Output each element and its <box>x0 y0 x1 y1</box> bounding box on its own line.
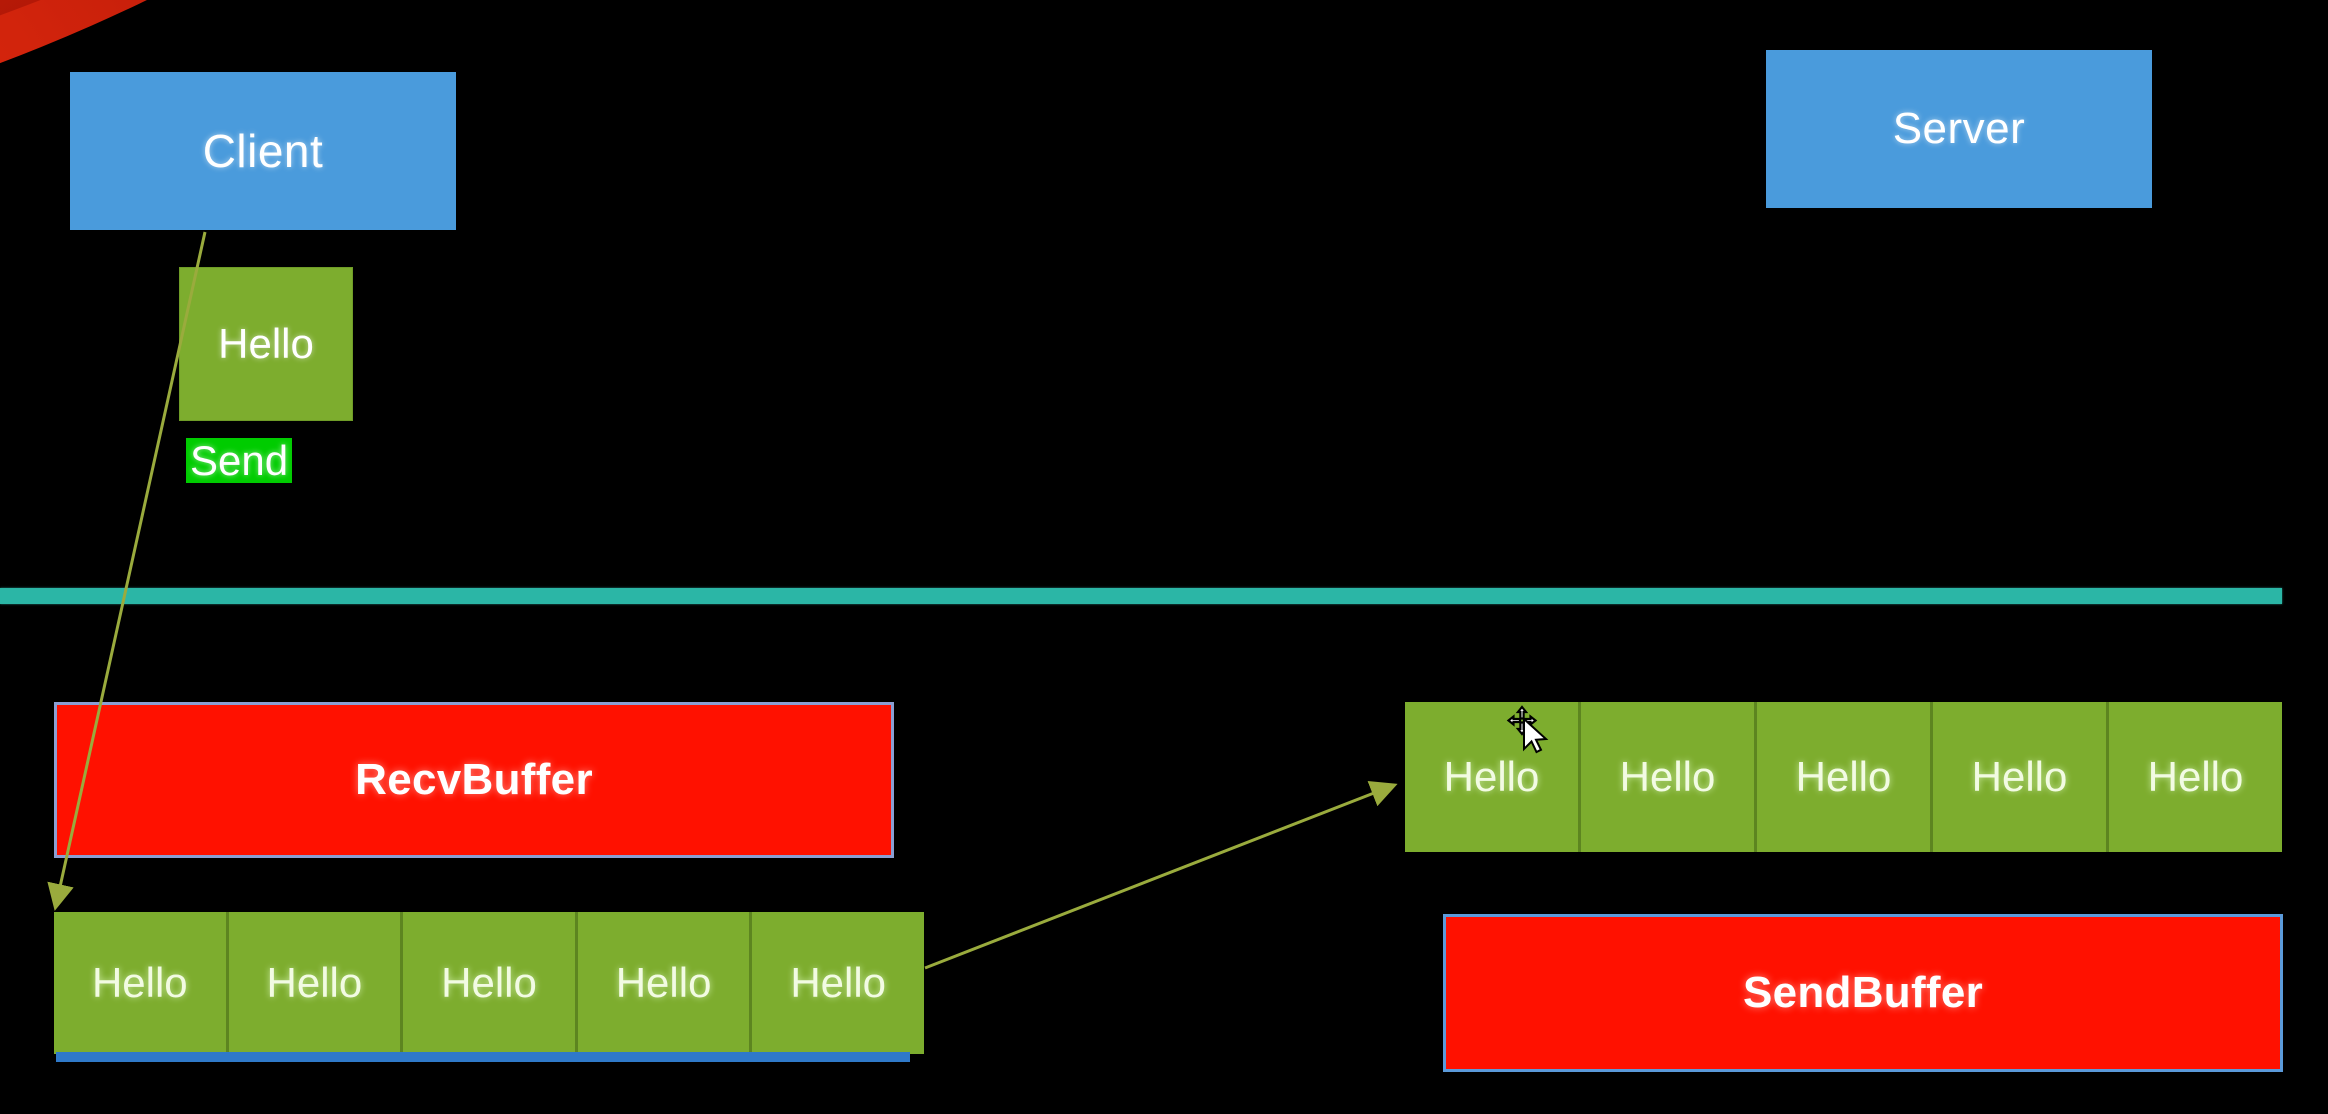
left-queue-cell-label: Hello <box>91 959 188 1006</box>
send-buffer-label: SendBuffer <box>1742 968 1984 1017</box>
recv-buffer-label: RecvBuffer <box>355 755 593 804</box>
left-queue-cell[interactable]: Hello <box>577 912 753 1054</box>
right-queue-strip[interactable]: Hello Hello Hello Hello Hello <box>1405 702 2282 852</box>
left-queue-cell[interactable]: Hello <box>228 912 404 1054</box>
send-action-label[interactable]: Send <box>186 437 293 484</box>
packet-node[interactable]: Hello <box>180 268 352 420</box>
right-queue-cell[interactable]: Hello <box>2109 702 2282 852</box>
right-queue-cell-label: Hello <box>1795 753 1892 800</box>
left-queue-cell-label: Hello <box>790 959 887 1006</box>
left-queue-underline <box>56 1052 910 1062</box>
client-label: Client <box>202 125 324 177</box>
client-node[interactable]: Client <box>70 72 456 230</box>
left-queue-cell-label: Hello <box>441 959 537 1006</box>
server-label: Server <box>1892 104 2026 153</box>
left-queue-strip[interactable]: Hello Hello Hello Hello Hello <box>54 912 924 1054</box>
right-queue-cell[interactable]: Hello <box>1581 702 1757 852</box>
server-node[interactable]: Server <box>1766 50 2152 208</box>
right-queue-cell-label: Hello <box>2147 753 2244 800</box>
send-buffer-node[interactable]: SendBuffer <box>1443 914 2283 1072</box>
right-queue-cell[interactable]: Hello <box>1405 702 1581 852</box>
right-queue-cell[interactable]: Hello <box>1757 702 1933 852</box>
right-queue-cell-label: Hello <box>1443 753 1540 800</box>
left-queue-cell[interactable]: Hello <box>752 912 924 1054</box>
send-action-text: Send <box>190 437 289 484</box>
right-queue-cell-label: Hello <box>1971 753 2068 800</box>
left-queue-cell-label: Hello <box>266 959 363 1006</box>
left-queue-cell[interactable]: Hello <box>54 912 229 1054</box>
packet-label: Hello <box>218 320 314 367</box>
recv-buffer-node[interactable]: RecvBuffer <box>54 702 894 858</box>
right-queue-cell-label: Hello <box>1619 753 1716 800</box>
right-queue-cell[interactable]: Hello <box>1933 702 2109 852</box>
arrow-left-queue-to-right-queue <box>924 781 1398 970</box>
network-divider <box>0 588 2282 604</box>
left-queue-cell[interactable]: Hello <box>403 912 578 1054</box>
left-queue-cell-label: Hello <box>615 959 712 1006</box>
